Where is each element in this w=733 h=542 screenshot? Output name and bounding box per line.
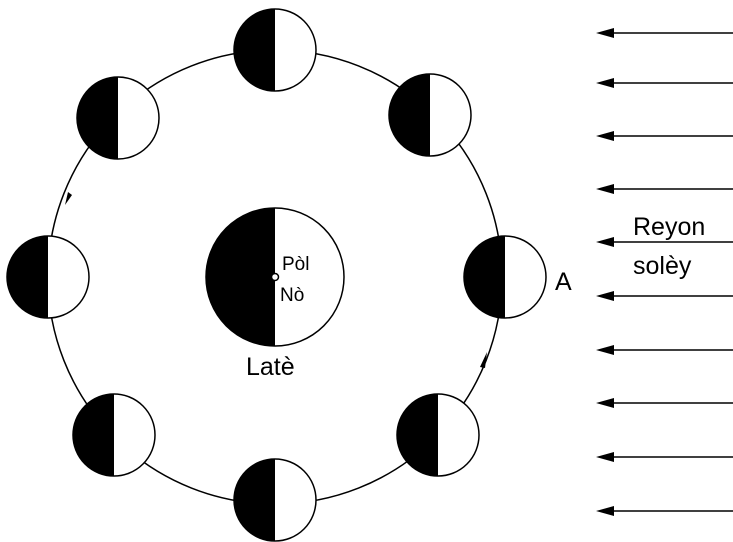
earth-dark-half — [206, 208, 275, 346]
earth-lit-half — [275, 208, 344, 346]
moon-left-dark-half — [7, 236, 48, 318]
moon-bottom-outline — [233, 458, 317, 542]
moon-left — [6, 235, 90, 319]
sun-ray-2 — [596, 78, 733, 88]
orbit-arrow-upper-left — [65, 192, 72, 205]
moon-top-dark-half — [234, 9, 275, 91]
sun-ray-arrowhead — [596, 131, 614, 141]
moon-lower-left-outline — [72, 393, 156, 477]
moon-right-dark-half — [464, 236, 505, 318]
moon-upper-left-dark-half — [77, 77, 118, 159]
sun-ray-10 — [596, 506, 733, 516]
sun-ray-arrowhead — [596, 506, 614, 516]
north-pole-dot — [270, 272, 280, 282]
sun-ray-arrowhead — [596, 452, 614, 462]
moon-left-outline — [6, 235, 90, 319]
earth-label: Latè — [246, 353, 295, 381]
moon-lower-left — [72, 393, 156, 477]
sun-ray-arrowhead — [596, 398, 614, 408]
sun-ray-arrowhead — [596, 28, 614, 38]
moon-bottom-dark-half — [234, 459, 275, 541]
moon-top-outline — [233, 8, 317, 92]
north-pole-label-line1: Pòl — [282, 254, 309, 275]
sun-ray-arrowhead — [596, 184, 614, 194]
sun-ray-arrowhead — [596, 78, 614, 88]
sun-ray-4 — [596, 184, 733, 194]
orbit-direction-arrows — [65, 192, 487, 368]
moon-lower-right — [396, 393, 480, 477]
sun-ray-3 — [596, 131, 733, 141]
sun-ray-7 — [596, 345, 733, 355]
moon-upper-right — [388, 73, 472, 157]
moon-phase-group — [6, 8, 547, 542]
sun-ray-9 — [596, 452, 733, 462]
moon-right — [463, 235, 547, 319]
sun-ray-arrowhead — [596, 291, 614, 301]
orbit-arrow-lower-right — [480, 352, 487, 368]
earth-outline — [205, 207, 345, 347]
moon-bottom — [233, 458, 317, 542]
moon-right-outline — [463, 235, 547, 319]
moon-upper-right-outline — [388, 73, 472, 157]
sun-ray-6 — [596, 291, 733, 301]
moon-upper-right-dark-half — [389, 74, 430, 156]
moon-lower-right-dark-half — [397, 394, 438, 476]
sun-rays — [596, 28, 733, 516]
moon-lower-right-outline — [396, 393, 480, 477]
position-a-label: A — [555, 268, 572, 296]
sun-ray-5 — [596, 237, 733, 247]
moon-upper-left-outline — [76, 76, 160, 160]
sun-ray-arrowhead — [596, 345, 614, 355]
moon-lower-left-dark-half — [73, 394, 114, 476]
sun-ray-arrowhead — [596, 237, 614, 247]
north-pole-label-line2: Nò — [280, 285, 304, 306]
sun-rays-label-line1: Reyon — [633, 213, 705, 241]
moon-top — [233, 8, 317, 92]
sun-ray-1 — [596, 28, 733, 38]
moon-upper-left — [76, 76, 160, 160]
sun-rays-label-line2: solèy — [633, 252, 692, 280]
sun-ray-8 — [596, 398, 733, 408]
earth: Pòl Nò Latè — [205, 207, 345, 381]
